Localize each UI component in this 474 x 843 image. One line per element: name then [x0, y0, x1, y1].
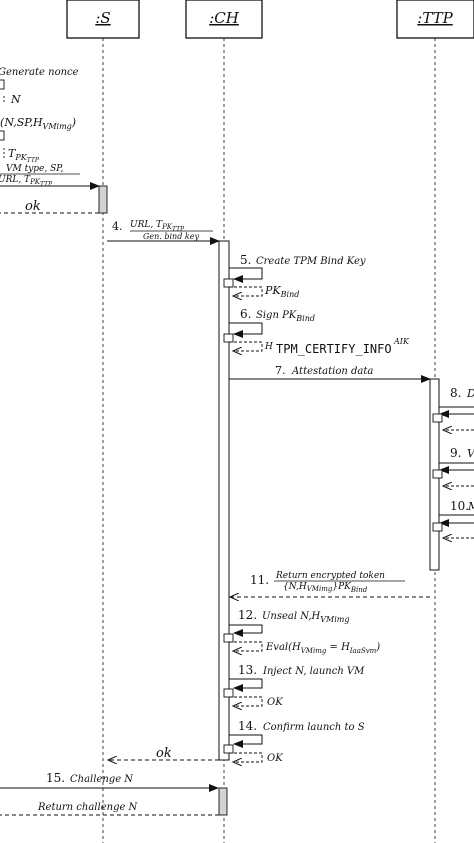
step-14: 14. Confirm launch to S OK: [223, 719, 365, 764]
svg-text:TPKTTP: TPKTTP: [8, 147, 40, 164]
svg-text:V: V: [467, 447, 474, 460]
step-9: 9. V: [432, 446, 474, 486]
vmtype-line2: URL, T: [0, 175, 31, 185]
svg-text:E(N,SP,HVMimg): E(N,SP,HVMimg): [0, 116, 76, 131]
svg-text:14.: 14.: [238, 719, 257, 733]
step6-return: TPM_CERTIFY_INFO: [276, 342, 392, 356]
left-partial-steps: Generate nonce N E(N,SP,HVMimg) TPKTTP V…: [0, 67, 80, 188]
step-6: 6. Sign PKBind H TPM_CERTIFY_INFO AIK: [223, 307, 410, 356]
svg-text:7.: 7.: [275, 364, 286, 377]
step4-line1: URL, T: [130, 220, 163, 230]
return-challenge-label: Return challenge N: [37, 802, 139, 813]
step7-label: Attestation data: [291, 366, 373, 377]
participant-s: :S: [66, 0, 140, 39]
step12-label: Unseal N,H: [262, 611, 321, 622]
step-10: 10. M: [432, 499, 474, 538]
generate-nonce-label: Generate nonce: [0, 67, 79, 78]
step-5: 5. Create TPM Bind Key PKBind: [223, 253, 366, 299]
svg-text:4.: 4.: [112, 220, 123, 233]
tpk-subsub: TTP: [27, 157, 40, 164]
step-15: 15. Challenge N Return challenge N: [0, 771, 228, 816]
svg-text:Eval(HVMimg = HIaaSvm): Eval(HVMimg = HIaaSvm): [265, 642, 380, 655]
step5-return: PK: [264, 284, 281, 297]
step6-label: Sign PK: [256, 310, 297, 321]
step12-return: Eval(H: [265, 642, 301, 653]
svg-text:11.: 11.: [250, 573, 269, 587]
step15-label: Challenge N: [70, 774, 134, 785]
svg-text:H: H: [264, 342, 273, 352]
svg-text:{N,HVMimg}PKBind: {N,HVMimg}PKBind: [283, 582, 368, 594]
participant-s-label: :S: [95, 9, 110, 27]
svg-text:URL, TPKTTP: URL, TPKTTP: [130, 220, 185, 233]
svg-text:PKBind: PKBind: [264, 284, 299, 299]
step4-line2: Gen. bind key: [143, 232, 199, 241]
step-13: 13. Inject N, launch VM OK: [223, 663, 365, 708]
enc-close: ): [71, 116, 76, 129]
step-11: 11. Return encrypted token {N,HVMimg}PKB…: [230, 571, 430, 597]
step-4: 4. URL, TPKTTP Gen. bind key: [107, 220, 220, 245]
step11-line2: {N,H: [283, 582, 307, 592]
participant-ttp: :TTP: [396, 0, 474, 39]
step13-return: OK: [267, 697, 283, 708]
svg-text:5.: 5.: [240, 253, 251, 267]
svg-text:13.: 13.: [238, 663, 257, 677]
step14-return: OK: [267, 753, 283, 764]
vmtype-line1: VM type, SP,: [6, 164, 63, 174]
nonce-symbol: N: [10, 93, 21, 106]
left-activation-1: [0, 79, 5, 90]
ok-return-s-label: ok: [25, 199, 41, 214]
activation-s-1: [98, 185, 108, 214]
svg-text:12.: 12.: [238, 608, 257, 622]
participant-ch-label: :CH: [209, 9, 240, 27]
ok-return-ch-label: ok: [156, 746, 172, 761]
left-activation-2: [0, 130, 5, 141]
step11-line1: Return encrypted token: [275, 571, 385, 581]
svg-text:M: M: [467, 500, 474, 513]
svg-text:AIK: AIK: [393, 337, 410, 346]
step13-label: Inject N, launch VM: [262, 666, 365, 677]
svg-text:6.: 6.: [240, 307, 251, 321]
svg-text:8.: 8.: [450, 386, 461, 400]
tpk-main: T: [8, 147, 17, 160]
step-12: 12. Unseal N,HVMimg: [223, 608, 380, 655]
step14-label: Confirm launch to S: [263, 722, 365, 733]
enc-expr: E(N,SP,H: [0, 116, 43, 129]
svg-text:9.: 9.: [450, 446, 461, 460]
svg-text:Unseal N,HVMimg: Unseal N,HVMimg: [262, 611, 350, 624]
participant-ch: :CH: [185, 0, 263, 39]
svg-text:15.: 15.: [46, 771, 65, 785]
enc-sub: VMimg: [43, 122, 72, 131]
step5-label: Create TPM Bind Key: [256, 256, 366, 267]
participant-ttp-label: :TTP: [417, 9, 453, 27]
svg-text:D: D: [466, 387, 474, 400]
activation-ch-main: [218, 240, 230, 761]
step-8: 8. D: [432, 386, 474, 430]
tpk-sub: PK: [14, 153, 27, 162]
svg-text:Sign PKBind: Sign PKBind: [256, 310, 315, 323]
svg-text:URL, TPKTTP: URL, TPKTTP: [0, 175, 53, 188]
step-7: 7. Attestation data: [229, 364, 431, 383]
activation-ch-2: [218, 787, 228, 816]
svg-text:10.: 10.: [450, 499, 469, 513]
